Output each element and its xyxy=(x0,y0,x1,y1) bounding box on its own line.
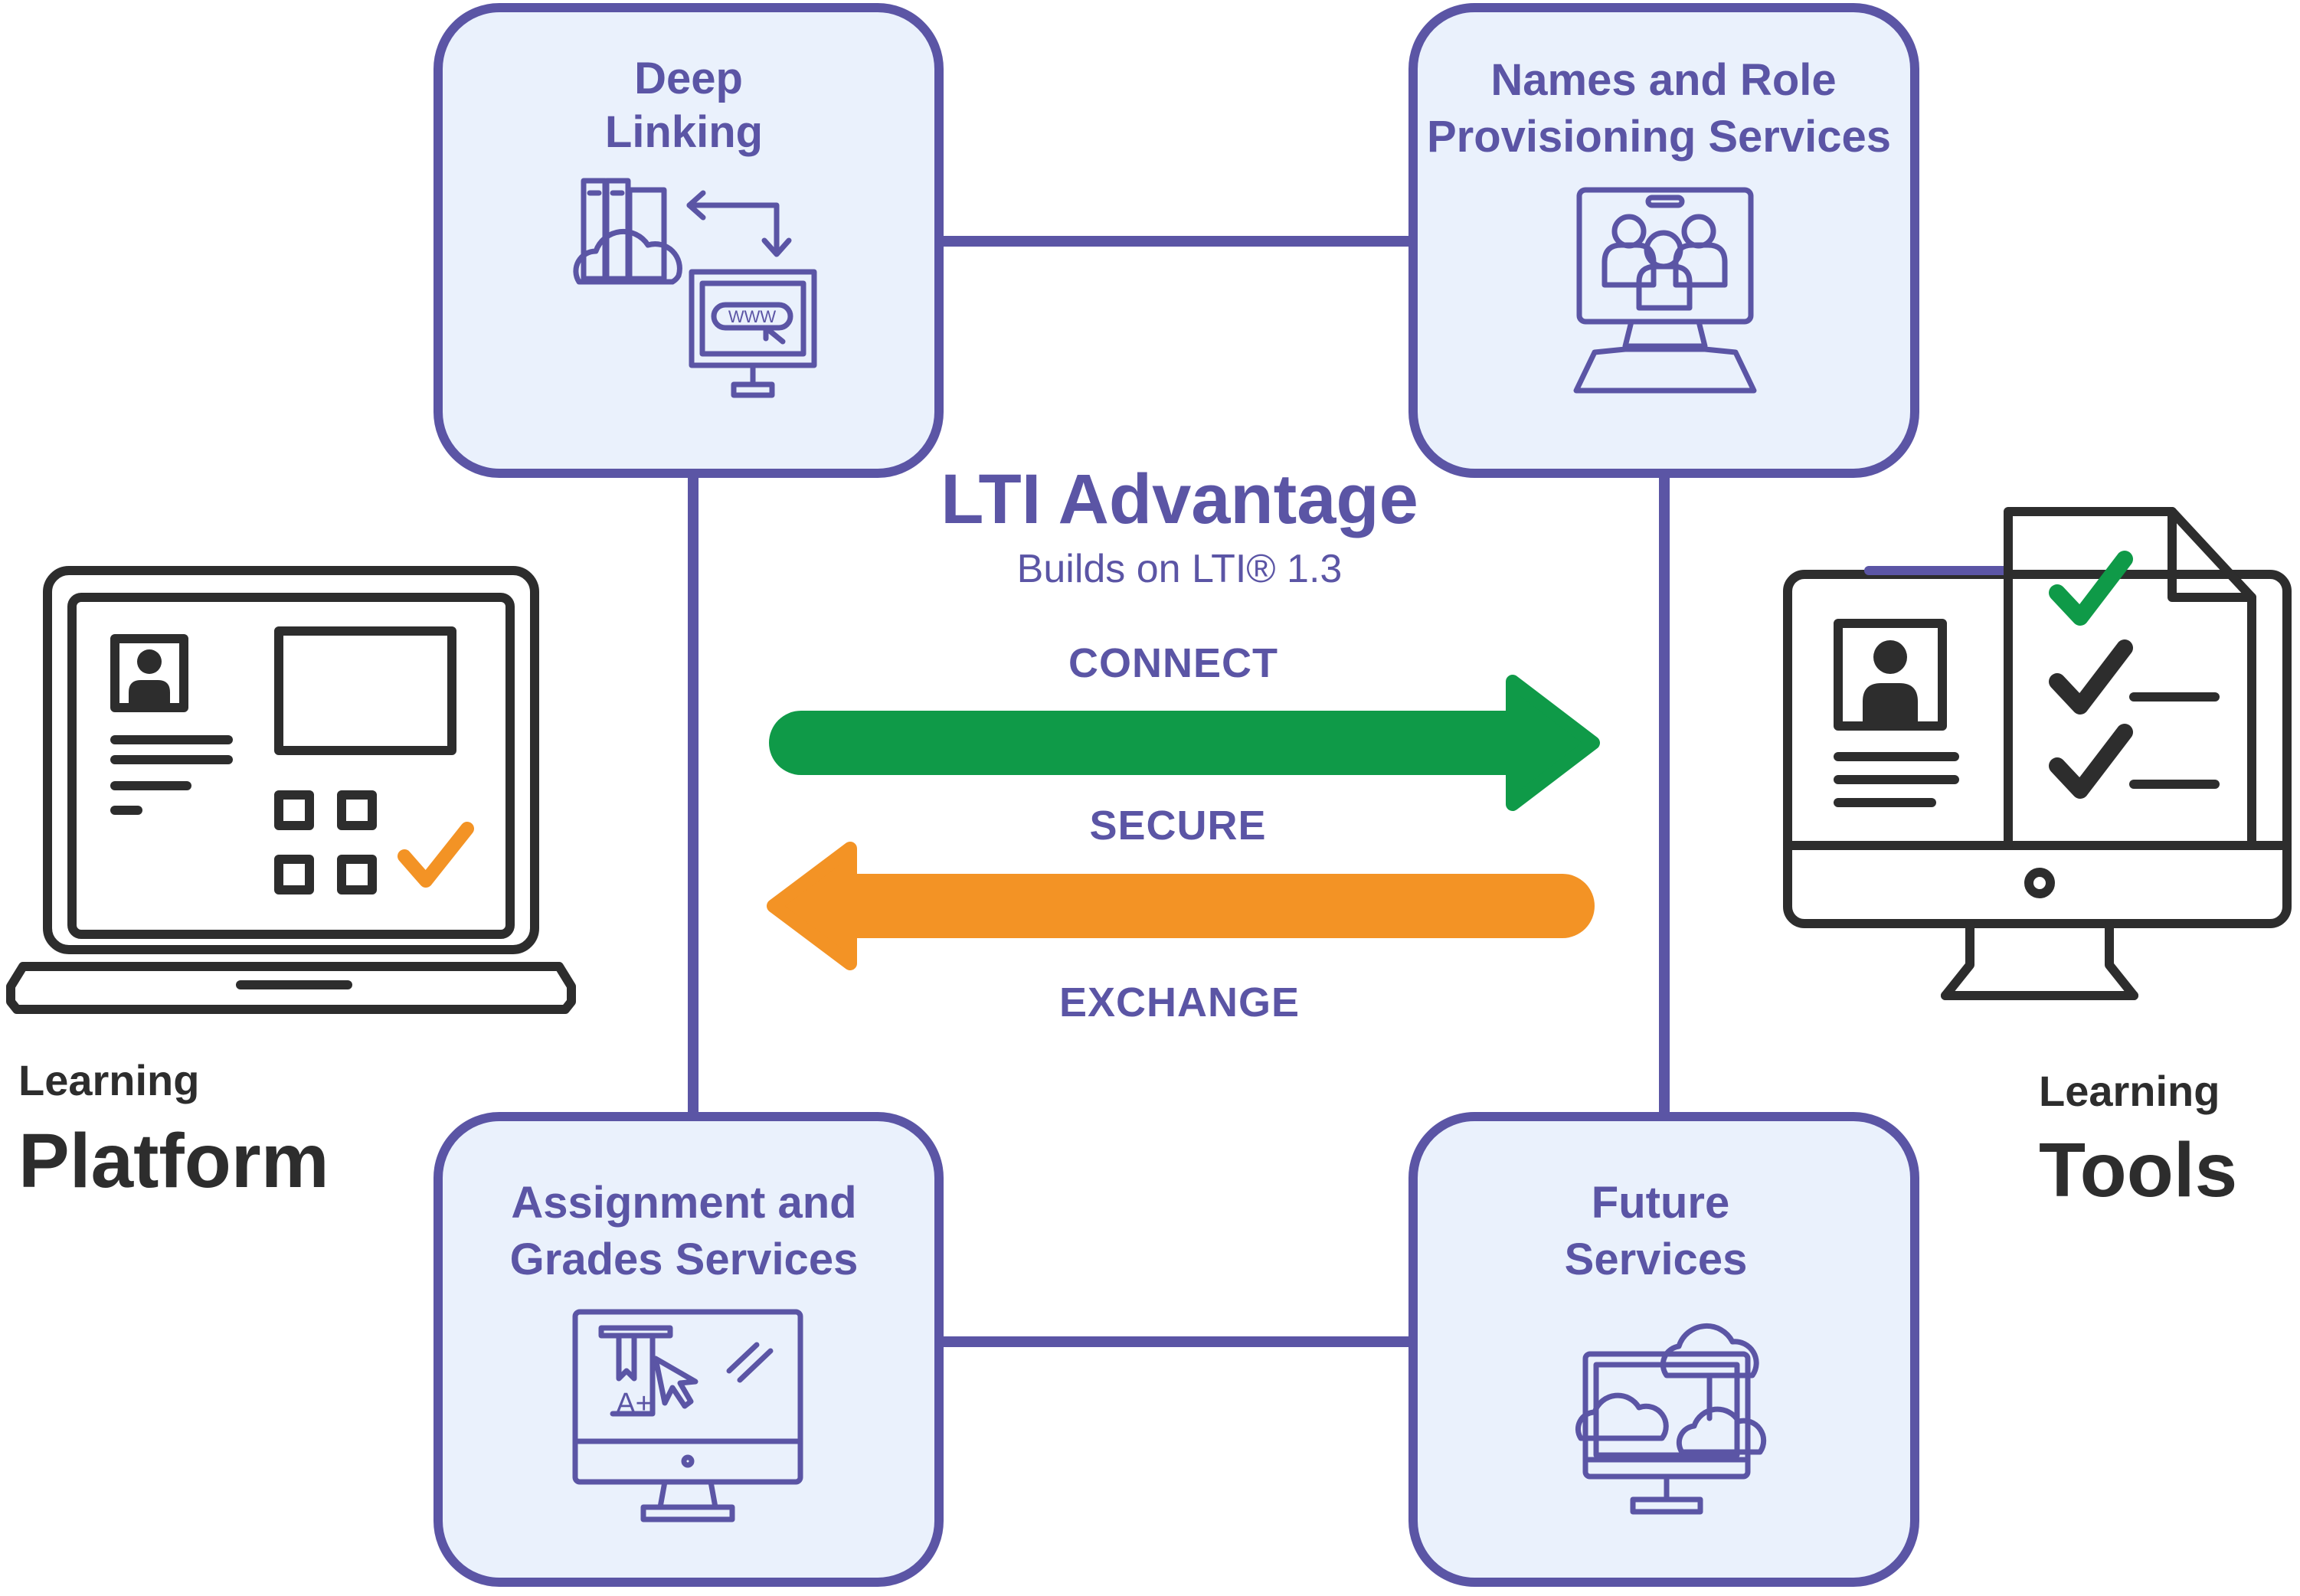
nrps-title-line2: Provisioning Services xyxy=(1427,112,1891,162)
server-cloud-to-monitor-icon: WWW xyxy=(573,178,817,398)
monitor-group-icon xyxy=(1573,187,1757,394)
ags-title-line1: Assignment and xyxy=(511,1178,856,1228)
tools-label-big: Tools xyxy=(2039,1127,2237,1213)
service-box-deep-linking[interactable]: Deep Linking WWW xyxy=(433,3,944,478)
future-title-line1: Future xyxy=(1592,1178,1729,1228)
service-box-assignment-grades[interactable]: Assignment and Grades Services A+ xyxy=(433,1112,944,1587)
secure-arrow xyxy=(767,842,1595,970)
platform-label-big: Platform xyxy=(18,1118,329,1204)
platform-label-small: Learning xyxy=(18,1056,199,1104)
ags-title-line2: Grades Services xyxy=(510,1235,859,1284)
desktop-checklist-icon xyxy=(1783,507,2292,1000)
laptop-icon xyxy=(6,566,576,1014)
grade-icon-text: A+ xyxy=(616,1388,653,1420)
connector-frame xyxy=(688,236,1670,1347)
service-box-names-role-provisioning[interactable]: Names and Role Provisioning Services xyxy=(1408,3,1919,478)
monitor-clouds-icon xyxy=(1575,1323,1767,1515)
future-title-line2: Services xyxy=(1565,1235,1748,1284)
lti-advantage-title: LTI Advantage xyxy=(941,460,1418,538)
tools-label-small: Learning xyxy=(2039,1067,2220,1115)
www-icon-text: WWW xyxy=(728,307,777,326)
monitor-grade-icon: A+ xyxy=(572,1309,803,1522)
nrps-title-line1: Names and Role xyxy=(1490,55,1836,105)
connect-label: CONNECT xyxy=(1068,640,1278,686)
lti-advantage-subtitle: Builds on LTI® 1.3 xyxy=(1017,547,1343,591)
deep-linking-title-line2: Linking xyxy=(605,107,763,157)
service-box-future-services[interactable]: Future Services xyxy=(1408,1112,1919,1587)
deep-linking-title-line1: Deep xyxy=(634,54,743,103)
connect-arrow xyxy=(769,675,1600,811)
exchange-label: EXCHANGE xyxy=(1059,980,1300,1025)
secure-label: SECURE xyxy=(1089,803,1266,849)
